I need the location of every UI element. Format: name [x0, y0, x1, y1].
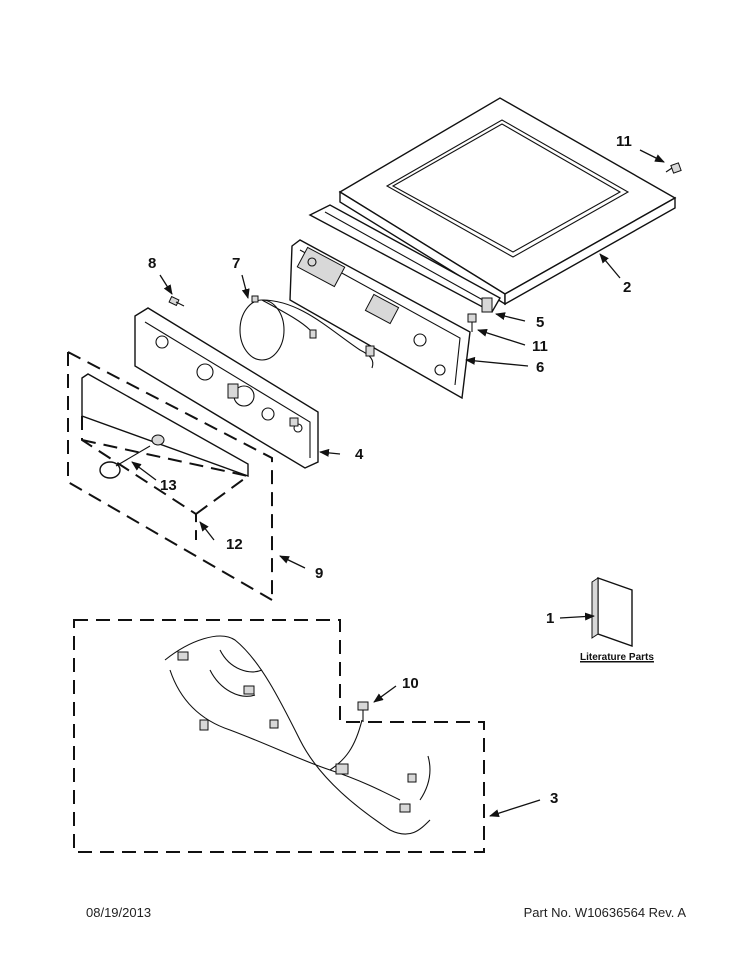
screw-8 — [168, 295, 185, 307]
callout-9: 9 — [315, 565, 323, 582]
callout-1: 1 — [546, 610, 554, 627]
callout-7: 7 — [232, 255, 240, 272]
callout-13: 13 — [160, 477, 177, 494]
hinge-bracket — [308, 204, 501, 313]
screw-11-bracket — [467, 313, 477, 332]
callout-12: 12 — [226, 536, 243, 553]
callout-2: 2 — [623, 279, 631, 296]
literature-parts-box — [591, 577, 633, 647]
knob — [99, 434, 165, 479]
screw-11-top — [665, 162, 682, 174]
leader-lines — [131, 149, 665, 818]
main-harness-outline — [73, 619, 485, 853]
callout-10: 10 — [402, 675, 419, 692]
callout-4: 4 — [355, 446, 364, 463]
callout-5: 5 — [536, 314, 544, 331]
main-wire-harness — [164, 635, 431, 835]
callout-6: 6 — [536, 359, 544, 376]
footer-date: 08/19/2013 — [86, 905, 152, 920]
overlay-panel — [81, 373, 249, 540]
callout-11-top: 11 — [616, 133, 632, 150]
callout-8: 8 — [148, 255, 156, 272]
screw-10 — [357, 701, 369, 722]
console — [134, 307, 319, 469]
footer-part-number: Part No. W10636564 Rev. A — [523, 905, 686, 920]
literature-parts-label: Literature Parts — [580, 652, 654, 663]
callout-11-bracket: 11 — [532, 338, 548, 355]
wire-harness-small — [239, 295, 375, 369]
callout-3: 3 — [550, 790, 558, 807]
control-panel-bracket — [289, 239, 471, 400]
top-panel — [338, 97, 677, 306]
console-assembly-outline — [67, 351, 273, 601]
